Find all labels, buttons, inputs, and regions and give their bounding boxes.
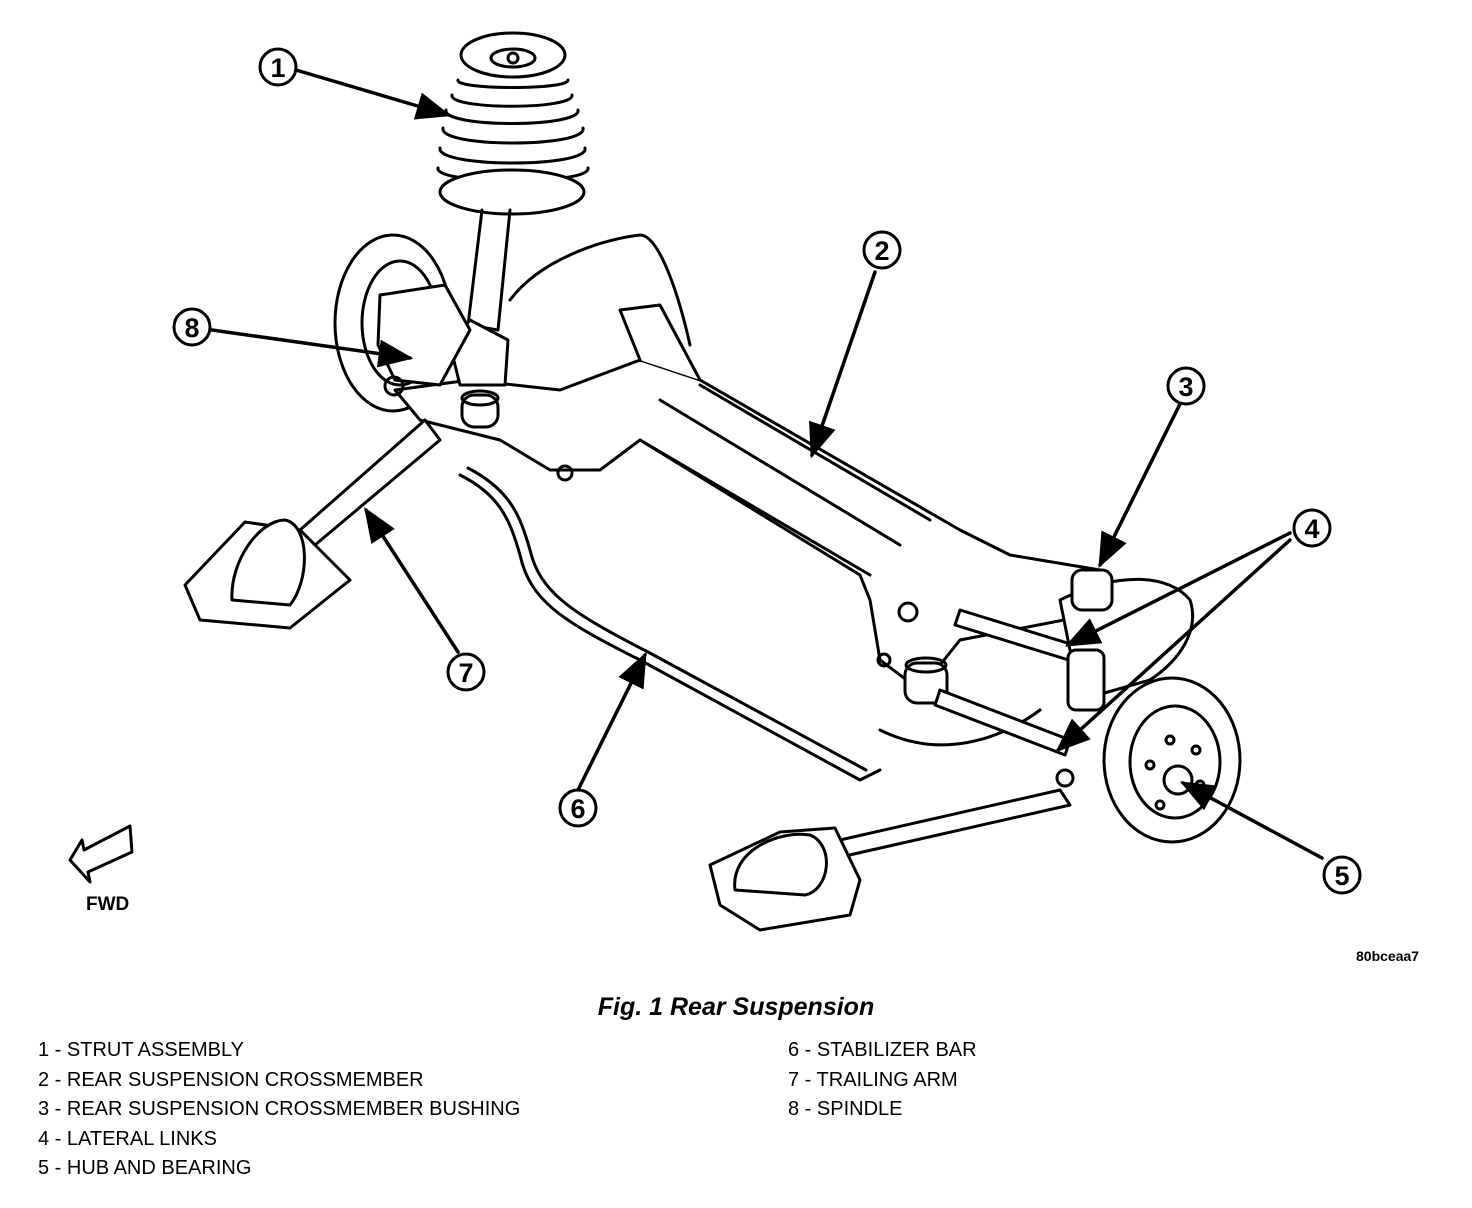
- spindle-drawing: [376, 283, 472, 397]
- callout-number-2: 2: [874, 236, 889, 266]
- callout-circle-1: [258, 47, 298, 87]
- stabilizer-bar-drawing: [458, 466, 882, 782]
- callout-circle-2: [862, 230, 902, 270]
- suspension-diagram: 1 2 3 4 5 6 7 8: [68, 31, 1362, 932]
- brake-line-right: [878, 708, 1042, 747]
- callout-circle-4: [1292, 508, 1332, 548]
- legend-left-column: 1 - STRUT ASSEMBLY 2 - REAR SUSPENSION C…: [38, 1036, 520, 1184]
- callout-number-5: 5: [1334, 861, 1349, 891]
- left-trailing-arm-drawing: [183, 418, 442, 630]
- leader-line-6: [576, 651, 647, 792]
- legend-item: 2 - REAR SUSPENSION CROSSMEMBER: [38, 1068, 424, 1091]
- callout-circle-7: [446, 652, 486, 692]
- brake-line-left: [508, 233, 692, 347]
- leader-line-1: [294, 68, 452, 120]
- legend-item: 8 - SPINDLE: [788, 1098, 903, 1120]
- strut-assembly-drawing: [436, 31, 590, 387]
- legend-item: 7 - TRAILING ARM: [788, 1068, 958, 1091]
- callout-number-3: 3: [1178, 372, 1193, 402]
- legend-item: 4 - LATERAL LINKS: [38, 1127, 217, 1150]
- figure-code: 80bceaa7: [1356, 948, 1420, 964]
- callout-number-8: 8: [184, 313, 199, 343]
- legend-item: 1 - STRUT ASSEMBLY: [38, 1039, 244, 1061]
- legend-item: 5 - HUB AND BEARING: [38, 1157, 252, 1179]
- leader-line-5: [1179, 781, 1324, 860]
- callout-circle-3: [1166, 366, 1206, 406]
- leader-line-2: [809, 270, 877, 459]
- leader-line-7: [364, 507, 460, 654]
- leader-line-8: [210, 328, 414, 368]
- fwd-arrow-icon: [68, 824, 134, 884]
- legend-item: 6 - STABILIZER BAR: [788, 1039, 977, 1061]
- callout-number-7: 7: [458, 658, 473, 688]
- figure-title: Fig. 1 Rear Suspension: [597, 993, 875, 1021]
- leader-line-4a: [1064, 531, 1292, 647]
- right-suspension-drawing: [708, 568, 1242, 932]
- leader-line-3: [1098, 402, 1182, 569]
- fwd-label: FWD: [86, 894, 130, 915]
- callout-number-4: 4: [1304, 514, 1319, 544]
- leader-line-4b: [1055, 538, 1292, 753]
- crossmember-drawing: [393, 303, 1102, 705]
- callout-number-6: 6: [570, 794, 585, 824]
- callout-circle-8: [172, 307, 212, 347]
- legend-right-column: 6 - STABILIZER BAR 7 - TRAILING ARM 8 - …: [788, 1036, 977, 1125]
- callout-circle-5: [1322, 855, 1362, 895]
- legend-item: 3 - REAR SUSPENSION CROSSMEMBER BUSHING: [38, 1098, 521, 1120]
- callout-circle-6: [558, 788, 598, 828]
- callout-number-1: 1: [270, 53, 285, 83]
